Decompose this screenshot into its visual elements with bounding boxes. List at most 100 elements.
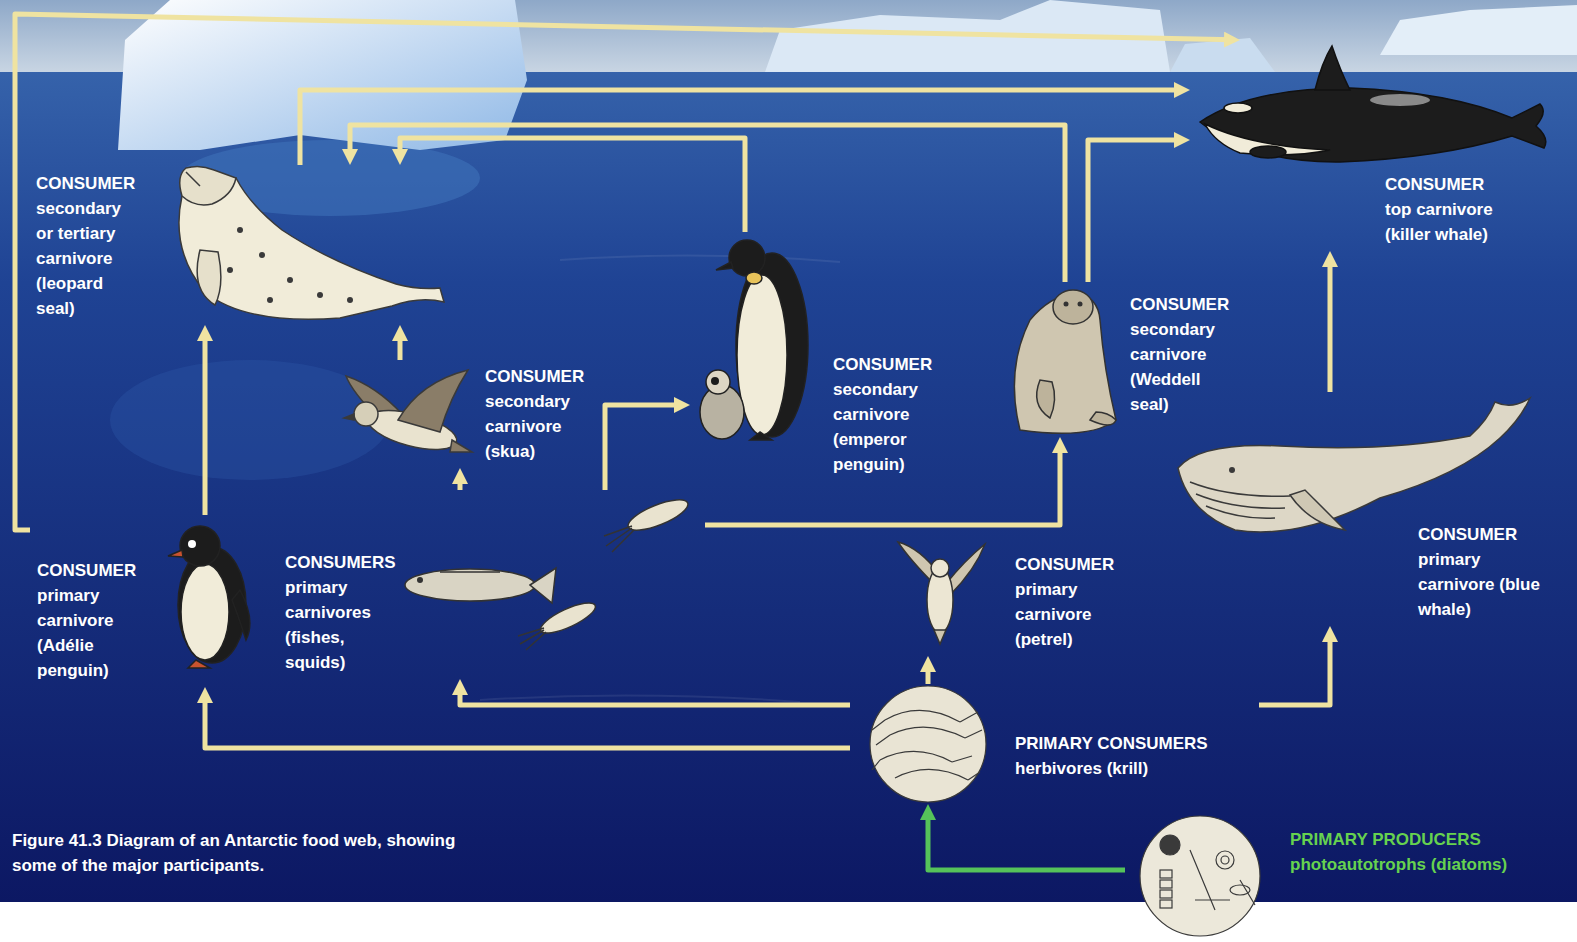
food-web-node: CONSUMERSprimary carnivores (fishes, squ… (280, 490, 705, 679)
petrel-drawing (898, 542, 985, 644)
blue-whale-drawing (1190, 482, 1290, 496)
trophic-heading: CONSUMER (485, 364, 585, 389)
trophic-role: secondary carnivore (skua) (485, 389, 585, 464)
killer-whale-drawing (1370, 94, 1430, 106)
krill-drawing (870, 686, 986, 802)
diatom-drawing (1160, 900, 1172, 908)
trophic-heading: CONSUMER (833, 352, 943, 377)
organism-label: CONSUMERsecondary carnivore (Weddell sea… (1130, 292, 1235, 417)
emperor-penguin-drawing (716, 262, 733, 270)
diatom-drawing (1160, 870, 1172, 878)
figure-caption: Figure 41.3 Diagram of an Antarctic food… (12, 828, 492, 878)
organism-label: PRIMARY PRODUCERSphotoautotrophs (diatom… (1290, 827, 1565, 877)
trophic-heading: CONSUMER (1015, 552, 1125, 577)
adelie-penguin-drawing (188, 660, 210, 668)
petrel-drawing (934, 630, 946, 644)
organism-label: CONSUMERprimary carnivore (blue whale) (1418, 522, 1548, 622)
food-web-node: CONSUMERtop carnivore (killer whale) (1190, 40, 1550, 251)
fish-squid-drawing (625, 494, 692, 537)
diatom-drawing (1190, 850, 1255, 910)
fish-squid-drawing (440, 571, 500, 573)
leopard-seal-drawing (179, 166, 444, 319)
weddell-seal-drawing (1037, 380, 1055, 418)
krill-drawing (880, 751, 952, 762)
food-web-node: CONSUMERprimary carnivore (blue whale) (1260, 392, 1560, 626)
weddell-seal-drawing (1064, 302, 1069, 307)
adelie-penguin-drawing (168, 550, 183, 557)
skua-drawing (344, 370, 472, 457)
leopard-seal-drawing (267, 297, 273, 303)
organism-label: CONSUMERSprimary carnivores (fishes, squ… (285, 550, 396, 675)
petrel-drawing (931, 559, 949, 577)
food-arrow (605, 405, 682, 490)
leopard-seal-drawing (197, 250, 221, 305)
krill-drawing (885, 710, 960, 722)
killer-whale-drawing (1200, 88, 1546, 162)
trophic-heading: CONSUMER (1418, 522, 1548, 547)
organism-label: PRIMARY CONSUMERSherbivores (krill) (1015, 731, 1255, 781)
weddell-seal-drawing (1053, 290, 1093, 324)
leopard-seal-drawing (180, 166, 236, 205)
adelie-penguin-drawing (232, 590, 250, 640)
killer-whale-drawing (1224, 103, 1252, 113)
adelie-penguin-drawing (188, 540, 196, 548)
page-margin (0, 902, 1577, 942)
trophic-role: primary carnivores (fishes, squids) (285, 575, 390, 675)
diatom-drawing (1140, 816, 1260, 936)
adelie-penguin-drawing (168, 526, 250, 668)
diatom-drawing (1221, 856, 1229, 864)
blue-whale-drawing (1206, 506, 1275, 518)
food-web-node: PRIMARY CONSUMERSherbivores (krill) (850, 684, 1259, 804)
sea-background (480, 695, 800, 702)
organism-label: CONSUMERprimary carnivore (petrel) (1015, 552, 1125, 652)
food-arrow (1328, 259, 1333, 392)
trophic-heading: PRIMARY PRODUCERS (1290, 827, 1565, 852)
trophic-role: secondary carnivore (Weddell seal) (1130, 317, 1235, 417)
killer-whale-drawing (1250, 146, 1286, 158)
skua-drawing (398, 370, 468, 432)
food-arrow (398, 333, 403, 360)
food-arrow (926, 664, 931, 684)
food-web-node: CONSUMERsecondary carnivore (Weddell sea… (1000, 282, 1239, 437)
adelie-penguin-drawing (180, 526, 220, 566)
trophic-role: herbivores (krill) (1015, 756, 1255, 781)
leopard-seal-drawing (237, 227, 243, 233)
krill-drawing (872, 720, 890, 770)
fish-squid-drawing (405, 569, 535, 601)
emperor-penguin-drawing (706, 370, 730, 394)
fish-squid-drawing (530, 568, 556, 603)
food-web-node: PRIMARY PRODUCERSphotoautotrophs (diatom… (1125, 812, 1569, 937)
trophic-role: primary carnivore (blue whale) (1418, 547, 1548, 622)
iceberg (1170, 38, 1275, 72)
food-web-node: CONSUMERsecondary or tertiary carnivore … (30, 165, 450, 325)
weddell-seal-drawing (1014, 290, 1116, 433)
emperor-penguin-drawing (700, 240, 808, 440)
food-arrow (1088, 140, 1182, 282)
krill-drawing (890, 727, 965, 738)
food-arrow (203, 333, 208, 515)
trophic-heading: CONSUMER (36, 171, 136, 196)
leopard-seal-drawing (186, 172, 200, 186)
food-web-node: CONSUMERprimary carnivore (petrel) (890, 532, 1129, 656)
skua-drawing (450, 440, 472, 452)
food-web-node: CONSUMERprimary carnivore (Adélie pengui… (30, 515, 260, 687)
emperor-penguin-drawing (711, 377, 719, 385)
trophic-role: primary carnivore (petrel) (1015, 577, 1125, 652)
diatom-drawing (1216, 851, 1234, 869)
emperor-penguin-drawing (736, 253, 808, 437)
skua-drawing (354, 402, 378, 426)
organism-label: CONSUMERsecondary or tertiary carnivore … (36, 171, 136, 321)
food-arrow (400, 138, 745, 232)
fish-squid-drawing (417, 577, 423, 583)
killer-whale-drawing (1315, 46, 1350, 90)
trophic-heading: CONSUMERS (285, 550, 396, 575)
killer-whale-drawing (1200, 46, 1546, 162)
leopard-seal-drawing (317, 292, 323, 298)
leopard-seal-drawing (227, 267, 233, 273)
sea-background (560, 255, 840, 262)
